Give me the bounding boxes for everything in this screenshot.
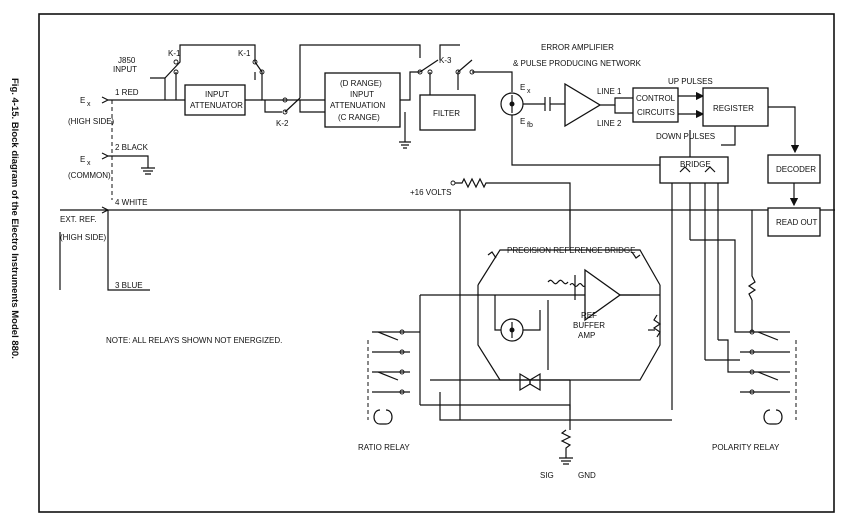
k2-relay <box>264 97 325 115</box>
range-line2: INPUT <box>350 90 374 99</box>
error-amp-line2: & PULSE PRODUCING NETWORK <box>513 59 642 68</box>
input-attenuator-block <box>184 84 246 116</box>
buffer-line1: REF <box>581 311 597 320</box>
ratio-relay <box>367 329 420 425</box>
control-circuits-block <box>632 87 679 123</box>
down-pulses-label: DOWN PULSES <box>656 132 715 141</box>
pin4-label: 4 WHITE <box>115 198 147 207</box>
ex-common-label: E <box>80 155 85 164</box>
ref-buffer-amp-triangle <box>584 268 622 322</box>
input-wiring <box>59 77 835 291</box>
buffer-line2: BUFFER <box>573 321 605 330</box>
register-block <box>702 87 769 127</box>
decoder-block <box>767 154 821 184</box>
k3-relay <box>417 44 513 92</box>
k2-label: K-2 <box>276 119 289 128</box>
k1a-label: K-1 <box>168 49 181 58</box>
sig-label: SIG <box>540 471 554 480</box>
efb-label: E <box>520 117 525 126</box>
register-label: REGISTER <box>713 104 754 113</box>
range-attenuation-block <box>324 72 401 128</box>
error-amplifier-triangle <box>564 82 602 128</box>
range-line4: (C RANGE) <box>338 113 380 122</box>
decoder-label: DECODER <box>776 165 816 174</box>
ratio-relay-label: RATIO RELAY <box>358 443 410 452</box>
ex-high-sub: x <box>87 101 91 108</box>
polarity-relay <box>690 210 797 425</box>
up-pulses-label: UP PULSES <box>668 77 713 86</box>
figure-caption: Fig. 4-15. Block diagram of the Electro … <box>9 78 20 359</box>
ext-ref-high-label: (HIGH SIDE) <box>60 233 107 242</box>
k1-relay <box>164 44 288 101</box>
pin1-label: 1 RED <box>115 88 139 97</box>
readout-label: READ OUT <box>776 218 817 227</box>
k3-label: K-3 <box>439 56 452 65</box>
gnd-label: GND <box>578 471 596 480</box>
high-side-label: (HIGH SIDE) <box>68 117 115 126</box>
input-attenuator-line2: ATTENUATOR <box>190 101 243 110</box>
page-border <box>38 13 835 513</box>
ex-node-sub: x <box>527 88 531 95</box>
line1-label: LINE 1 <box>597 87 622 96</box>
input-attenuator-line1: INPUT <box>205 90 229 99</box>
bridge-label: BRIDGE <box>680 160 711 169</box>
buffer-line3: AMP <box>578 331 595 340</box>
k1b-label: K-1 <box>238 49 251 58</box>
filter-label: FILTER <box>433 109 460 118</box>
jack-label: J850 <box>118 56 136 65</box>
range-line3: ATTENUATION <box>330 101 385 110</box>
jack-input-label: INPUT <box>113 65 137 74</box>
polarity-relay-label: POLARITY RELAY <box>712 443 780 452</box>
ex-node-label: E <box>520 83 525 92</box>
pin2-label: 2 BLACK <box>115 143 149 152</box>
ext-ref-label: EXT. REF. <box>60 215 96 224</box>
ex-high-label: E <box>80 96 85 105</box>
pin3-label: 3 BLUE <box>115 281 143 290</box>
range-line1: (D RANGE) <box>340 79 382 88</box>
efb-sub: fb <box>527 122 533 129</box>
ex-common-sub: x <box>87 160 91 167</box>
reference-bridge: REF BUFFER AMP <box>419 249 662 410</box>
filter-block <box>419 94 476 131</box>
common-label: (COMMON) <box>68 171 111 180</box>
relay-note: NOTE: ALL RELAYS SHOWN NOT ENERGIZED. <box>106 336 282 345</box>
error-amp-line1: ERROR AMPLIFIER <box>541 43 614 52</box>
bridge-block <box>659 156 729 184</box>
supply-label: +16 VOLTS <box>410 188 451 197</box>
control-line1: CONTROL <box>636 94 676 103</box>
readout-block <box>767 207 821 237</box>
control-line2: CIRCUITS <box>637 108 675 117</box>
line2-label: LINE 2 <box>597 119 622 128</box>
